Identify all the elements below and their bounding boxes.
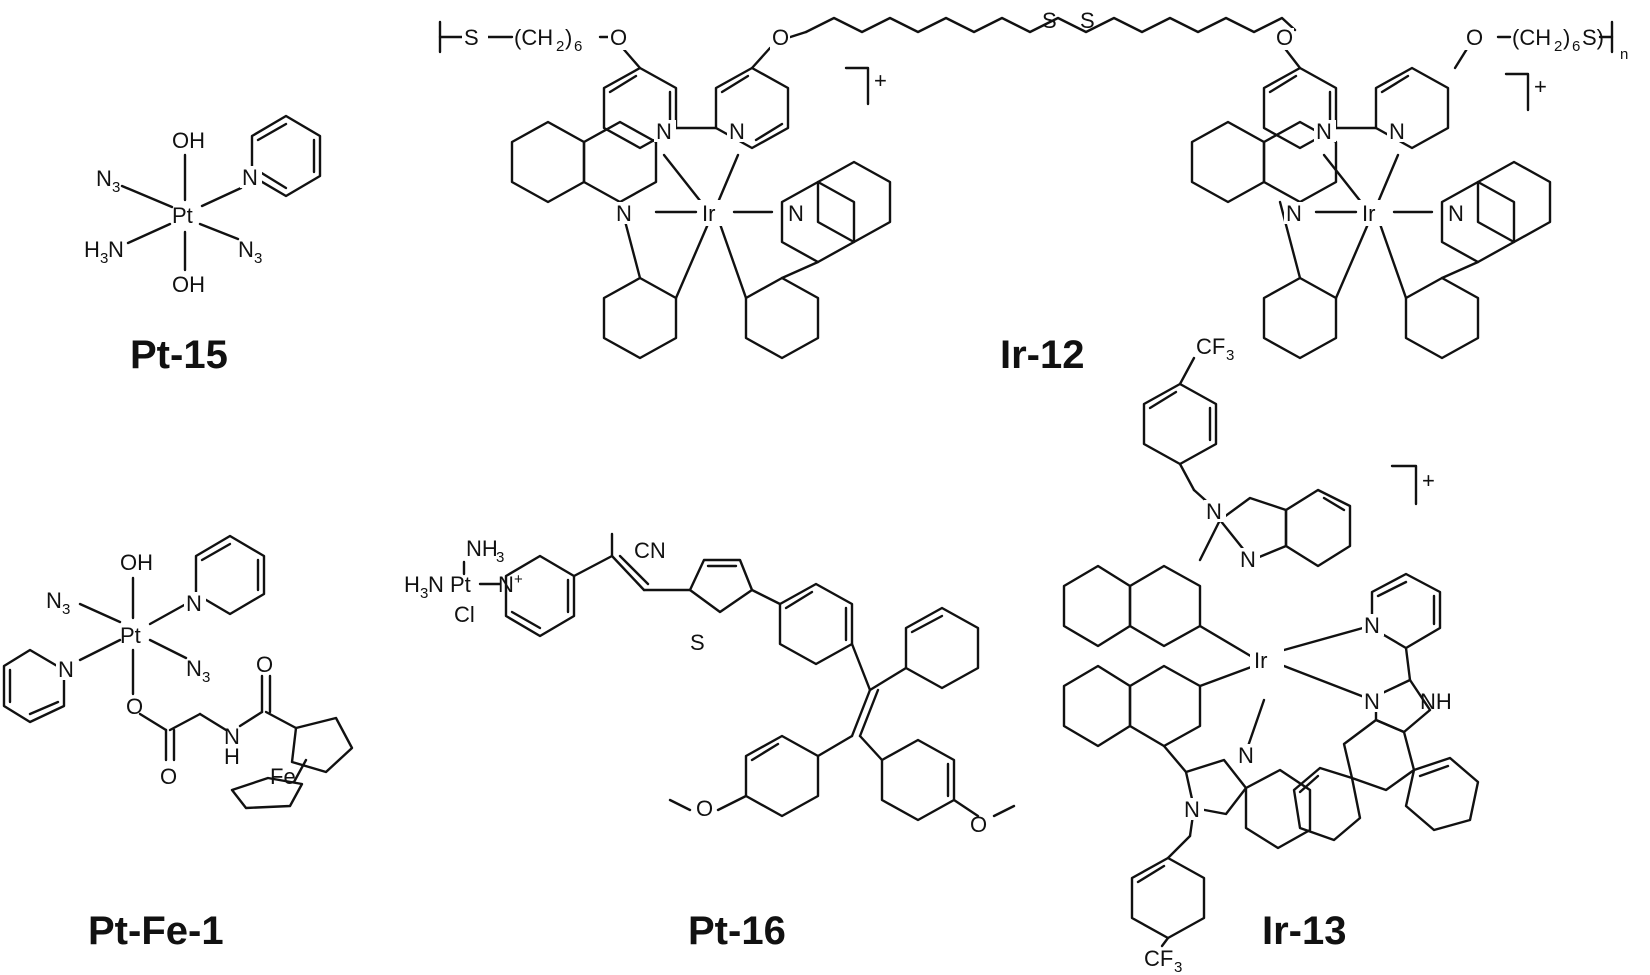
ptfe-azide-b: N — [186, 656, 202, 681]
ptfe-amide-n: N — [224, 724, 240, 749]
ir13-n-bim-bottom: N — [1238, 743, 1254, 768]
ir12-n-bpy-r2: N — [1389, 119, 1405, 144]
pt15-azide-a-sub: 3 — [112, 179, 120, 196]
pt16-metal: Pt — [450, 572, 471, 597]
pt16-nh3: NH — [466, 536, 498, 561]
pt15-py-n: N — [242, 165, 258, 190]
ir12-chain-six: 6 — [574, 38, 582, 55]
ir12-n-quin-r2: N — [1448, 201, 1464, 226]
pt15-oh-top: OH — [172, 128, 205, 153]
ir13-metal: Ir — [1254, 648, 1267, 673]
compound-pt16: NH 3 H 3 N Pt Cl N + CN S O O Pt-16 — [404, 532, 1016, 953]
ir12-chain-r-s: S) — [1582, 25, 1604, 50]
ptfe-azide-b-sub: 3 — [202, 669, 210, 686]
pt16-cn: CN — [634, 538, 666, 563]
pt15-azide-b: N — [238, 237, 254, 262]
ir13-cf3-top: CF — [1196, 334, 1225, 359]
ir12-chain-ch-sub: 2 — [556, 38, 564, 55]
pt15-oh-bottom: OH — [172, 272, 205, 297]
ir13-n-bim-top: N — [1206, 499, 1222, 524]
ir12-disulfide-a: S — [1042, 8, 1057, 33]
ir12-n-bpy-l1: N — [656, 119, 672, 144]
pt16-pyridinium-charge: + — [514, 571, 523, 588]
ir12-disulfide-b: S — [1080, 8, 1095, 33]
ir12-n-quin-r1: N — [1286, 201, 1302, 226]
pt16-h3n-n: N — [428, 572, 444, 597]
ir12-chain-r-six: 6 — [1572, 38, 1580, 55]
ir13-cf3-top-sub: 3 — [1226, 347, 1234, 364]
pt15-label: Pt-15 — [130, 333, 228, 377]
ir12-chain-r-o: O — [1466, 25, 1483, 50]
compound-pt-fe1: N N OH Pt N 3 N 3 O O N H O Fe Pt-Fe-1 — [2, 534, 354, 953]
ir12-n-quin-l1: N — [616, 201, 632, 226]
ir12-chain-s: S — [464, 25, 479, 50]
ir13-nh: NH — [1420, 689, 1452, 714]
ir13-n-py: N — [1364, 613, 1380, 638]
pt15-amine-h: H — [84, 237, 100, 262]
ir12-chain-o: O — [610, 25, 627, 50]
pt15-amine-n: N — [108, 237, 124, 262]
pt16-label: Pt-16 — [688, 909, 786, 953]
ptfe-o-ester: O — [126, 694, 143, 719]
pt16-o-right: O — [970, 812, 987, 837]
ptfe-py-n-top: N — [186, 591, 202, 616]
ir12-chain-r-n: n — [1620, 46, 1628, 63]
ptfe-azide-a: N — [46, 588, 62, 613]
ir12-chain-r-ch: (CH — [1512, 25, 1551, 50]
pt15-azide-b-sub: 3 — [254, 250, 262, 267]
ir12-label: Ir-12 — [1000, 333, 1085, 377]
ir12-metal-right: Ir — [1362, 201, 1375, 226]
ir12-chain-r-close: ) — [1563, 25, 1570, 50]
ptfe-o-carbonyl: O — [160, 764, 177, 789]
ptfe-metal: Pt — [120, 623, 141, 648]
ir13-n-bim-top-2: N — [1240, 547, 1256, 572]
ir13-cf3-bottom-sub: 3 — [1174, 959, 1182, 975]
ptfe1-label: Pt-Fe-1 — [88, 909, 224, 953]
ir12-n-quin-l2: N — [788, 201, 804, 226]
pt15-metal: Pt — [172, 203, 193, 228]
ptfe-oh: OH — [120, 550, 153, 575]
ir12-ether-right: O — [1276, 25, 1293, 50]
pt16-pyridinium-n: N — [498, 572, 514, 597]
ptfe-py-n-left: N — [58, 657, 74, 682]
ir12-chain-ch: (CH — [514, 25, 553, 50]
pt15-azide-a: N — [96, 166, 112, 191]
compound-ir12: + + S (CH 2 ) 6 O — [438, 8, 1628, 377]
ir12-n-bpy-r1: N — [1316, 119, 1332, 144]
pt16-h3n-h: H — [404, 572, 420, 597]
pt16-h3n-sub: 3 — [420, 585, 428, 602]
ir12-charge-left: + — [874, 68, 887, 93]
ir12-metal-left: Ir — [702, 201, 715, 226]
ir13-label: Ir-13 — [1262, 909, 1347, 953]
ptfe-o-amide: O — [256, 652, 273, 677]
ptfe-amide-h: H — [224, 744, 240, 769]
ir12-n-bpy-l2: N — [729, 119, 745, 144]
ir13-cf3-bottom: CF — [1144, 946, 1173, 971]
ptfe-fe: Fe — [270, 764, 296, 789]
ir12-ether-left: O — [772, 25, 789, 50]
pt15-amine-sub: 3 — [100, 250, 108, 267]
pt16-o-left: O — [696, 796, 713, 821]
pt16-cl: Cl — [454, 602, 475, 627]
pt16-s: S — [690, 630, 705, 655]
ir13-n-bim-bottom-2: N — [1184, 797, 1200, 822]
compound-ir13: + CF 3 N N Ir N N NH N N CF 3 Ir-13 — [1062, 334, 1480, 975]
ir12-charge-right: + — [1534, 74, 1547, 99]
ir12-chain-close: ) — [565, 25, 572, 50]
compound-pt15: N OH OH Pt N 3 H 3 N N 3 Pt-15 — [84, 114, 322, 377]
ir12-chain-r-sub: 2 — [1554, 38, 1562, 55]
pt16-nh3-sub: 3 — [496, 549, 504, 566]
ir13-charge: + — [1422, 468, 1435, 493]
ptfe-azide-a-sub: 3 — [62, 601, 70, 618]
ir13-n-phen: N — [1364, 689, 1380, 714]
